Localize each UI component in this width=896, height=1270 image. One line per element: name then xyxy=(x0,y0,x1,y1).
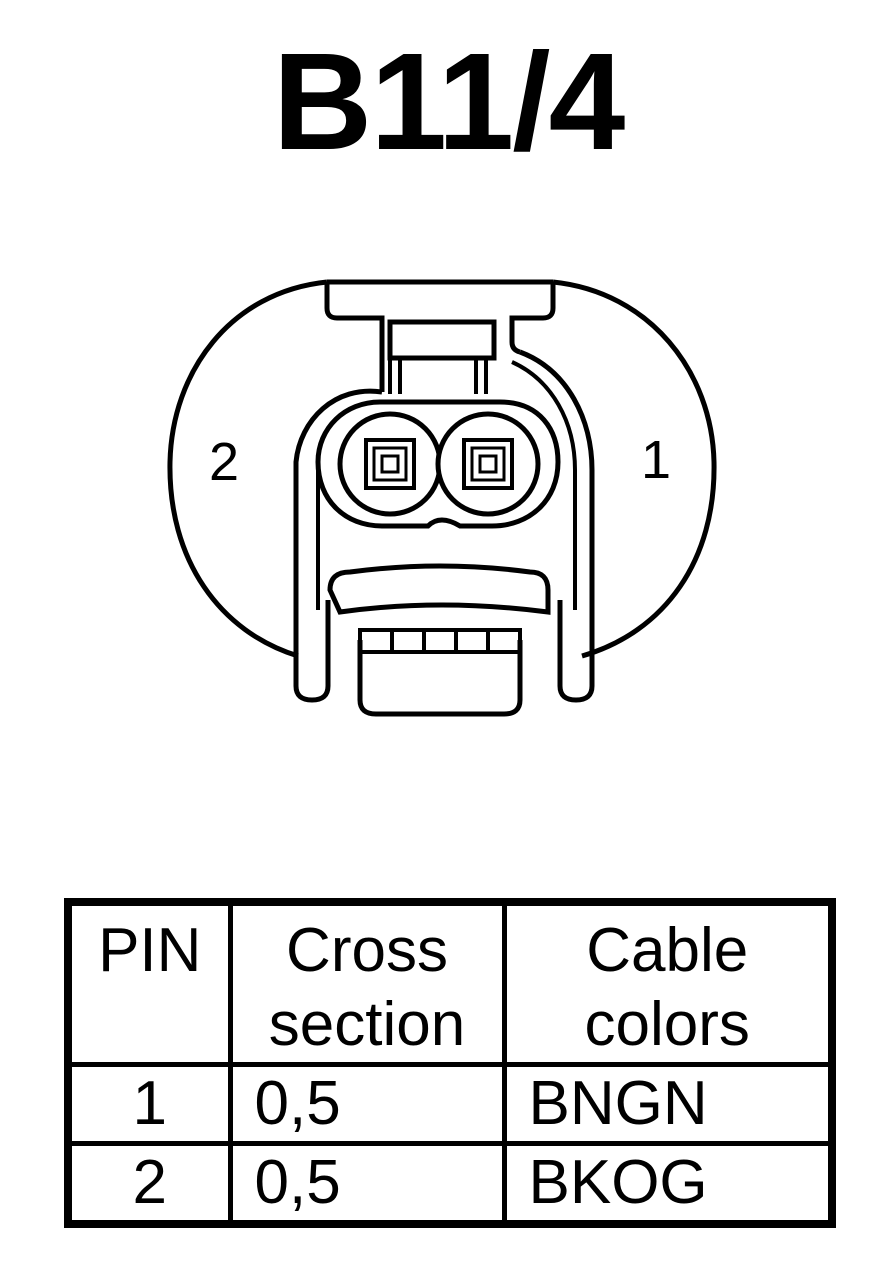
table-header-row: PIN Cross section Cable colors xyxy=(65,899,835,1067)
locking-tab-outline xyxy=(324,282,556,392)
connector-diagram: 2 1 xyxy=(167,279,717,717)
pin-left-label: 2 xyxy=(209,432,239,492)
pin-2-terminal xyxy=(364,438,416,490)
pin-assignment-table: PIN Cross section Cable colors 1 0,5 BNG… xyxy=(64,898,836,1228)
latch-posts xyxy=(388,358,488,394)
connector-title: B11/4 xyxy=(272,25,626,179)
cell-pin: 1 xyxy=(65,1062,233,1146)
inner-shroud xyxy=(293,349,595,703)
lower-teeth xyxy=(358,628,522,654)
table-row: 1 0,5 BNGN xyxy=(65,1062,835,1146)
cell-cable-color: BNGN xyxy=(501,1062,835,1146)
cell-cross-section: 0,5 xyxy=(227,1062,507,1146)
cell-cable-color: BKOG xyxy=(501,1141,835,1227)
header-cable-colors: Cable colors xyxy=(501,899,835,1067)
header-cross-section: Cross section xyxy=(227,899,507,1067)
latch-block xyxy=(387,319,497,361)
pin-right-label: 1 xyxy=(641,430,671,490)
cell-cross-section: 0,5 xyxy=(227,1141,507,1227)
pin-1-terminal xyxy=(462,438,514,490)
table-row: 2 0,5 BKOG xyxy=(65,1141,835,1227)
cell-pin: 2 xyxy=(65,1141,233,1227)
lower-bracket xyxy=(327,563,551,615)
connector-housing-outline xyxy=(167,279,717,659)
bottom-tongue xyxy=(357,640,523,717)
header-pin: PIN xyxy=(65,899,233,1067)
